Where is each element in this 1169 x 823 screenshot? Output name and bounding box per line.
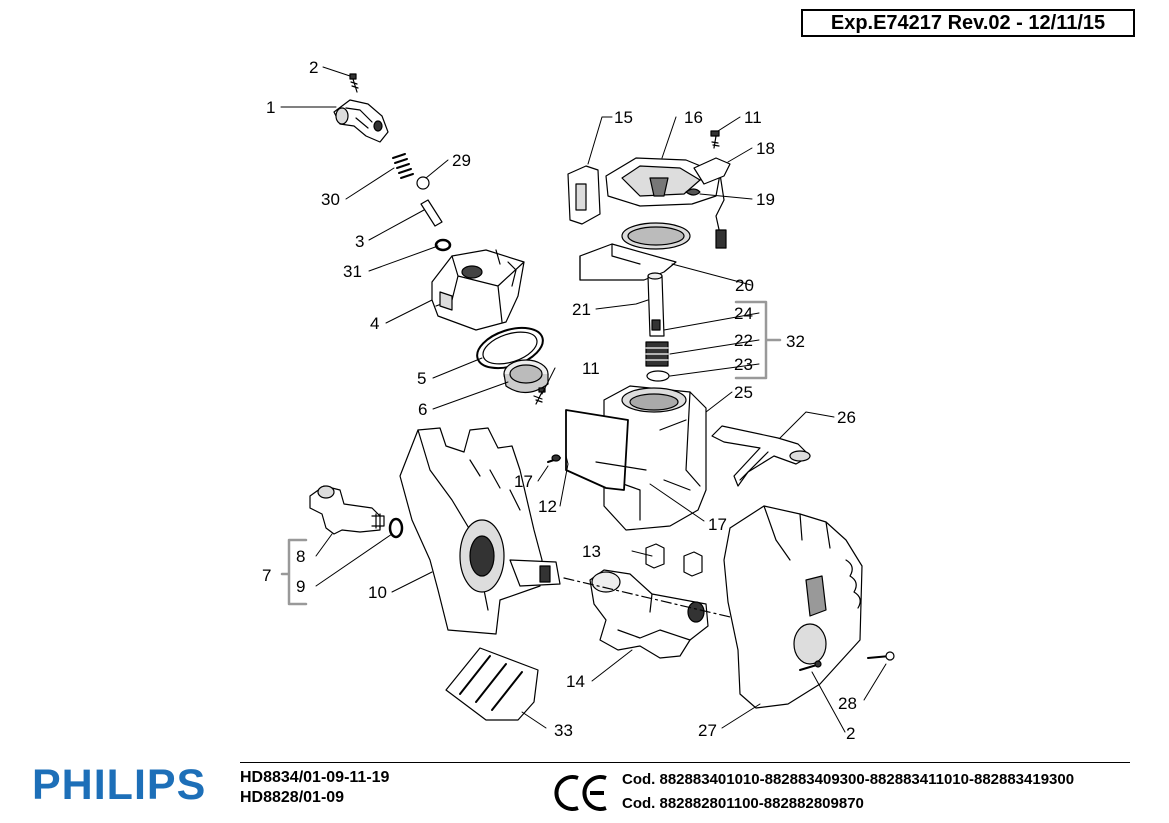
callout-c6: 6 [418,400,427,419]
model-line-1: HD8834/01-09-11-19 [240,769,390,786]
callout-c32: 32 [786,332,805,351]
model-numbers: HD8834/01-09-11-19 HD8828/01-09 [240,768,389,808]
part-10-left-side-frame [399,427,561,635]
callout-c14: 14 [566,672,585,691]
callout-c2a: 2 [309,58,318,77]
callout-c10: 10 [368,583,387,602]
part-8-outlet-spout [309,485,385,535]
callout-c7: 7 [262,566,271,585]
part-6-filter-disc [503,359,549,394]
part-19-spring-clip [685,188,701,196]
part-15-clip [567,165,601,225]
part-26-lever [711,425,811,487]
callout-c16: 16 [684,108,703,127]
document-reference-box: Exp.E74217 Rev.02 - 12/11/15 [801,9,1135,37]
part-12-gasket-frame [565,409,647,491]
product-codes: Cod. 882883401010-882883409300-882883411… [622,768,1074,816]
part-2-screw-top [349,73,359,93]
callout-c29: 29 [452,151,471,170]
ce-mark-icon [554,775,607,811]
assembly-axis-line [563,577,761,625]
callout-c8: 8 [296,547,305,566]
callout-c5: 5 [417,369,426,388]
part-28-screw [867,651,895,661]
part-4-valve-block [431,249,525,331]
part-11-screw-top [710,130,720,149]
code-line-1: Cod. 882883401010-882883409300-882883411… [622,771,1075,788]
part-18-bracket [693,157,731,185]
callout-c22: 22 [734,331,753,350]
part-13-rubber-block-b [683,551,703,577]
callout-c9: 9 [296,577,305,596]
callout-c13: 13 [582,542,601,561]
callout-c15: 15 [614,108,633,127]
group-7-bracket [280,538,308,606]
part-33-cover [445,647,539,721]
callout-c25: 25 [734,383,753,402]
callout-c31: 31 [343,262,362,281]
part-13-rubber-block-a [645,543,665,569]
part-11-screw-mid [533,387,546,405]
part-27-right-side-frame [723,505,863,709]
part-30-spring [392,153,414,179]
part-1-fitting [333,99,389,143]
part-9-o-ring [388,517,404,539]
callout-c24: 24 [734,304,753,323]
callout-c28: 28 [838,694,857,713]
callout-c12: 12 [538,497,557,516]
part-21-piston-rod [647,272,665,337]
callout-c30: 30 [321,190,340,209]
part-5-gasket-inner [482,331,538,365]
callout-c26: 26 [837,408,856,427]
callout-c1: 1 [266,98,275,117]
part-14-brew-arm [589,569,709,659]
leader-lines [280,66,887,733]
callout-c2b: 2 [846,724,855,743]
brand-logo: PHILIPS [32,761,207,809]
part-25-brew-housing [603,385,707,531]
callout-c4: 4 [370,314,379,333]
callout-c27: 27 [698,721,717,740]
part-22-spring [645,341,669,367]
callout-c18: 18 [756,139,775,158]
part-31-o-ring [434,238,452,252]
part-29-ball [416,176,430,190]
callout-c33: 33 [554,721,573,740]
callout-c17a: 17 [514,472,533,491]
callout-c19: 19 [756,190,775,209]
callout-c11a: 11 [582,359,600,378]
callout-c20: 20 [735,276,754,295]
callout-c3: 3 [355,232,364,251]
model-line-2: HD8828/01-09 [240,789,345,806]
part-17-screw-left [547,454,561,463]
part-3-pin [420,199,443,227]
group-32-bracket [734,300,782,380]
callout-c17b: 17 [708,515,727,534]
callout-c11b: 11 [744,108,762,127]
part-2-screw-lower [799,660,822,671]
callout-c21: 21 [572,300,591,319]
callout-c23: 23 [734,355,753,374]
code-line-2: Cod. 882882801100-882882809870 [622,795,864,812]
part-23-washer [646,370,670,382]
part-20-grid-and-tray [579,222,691,281]
footer-rule [240,762,1130,763]
